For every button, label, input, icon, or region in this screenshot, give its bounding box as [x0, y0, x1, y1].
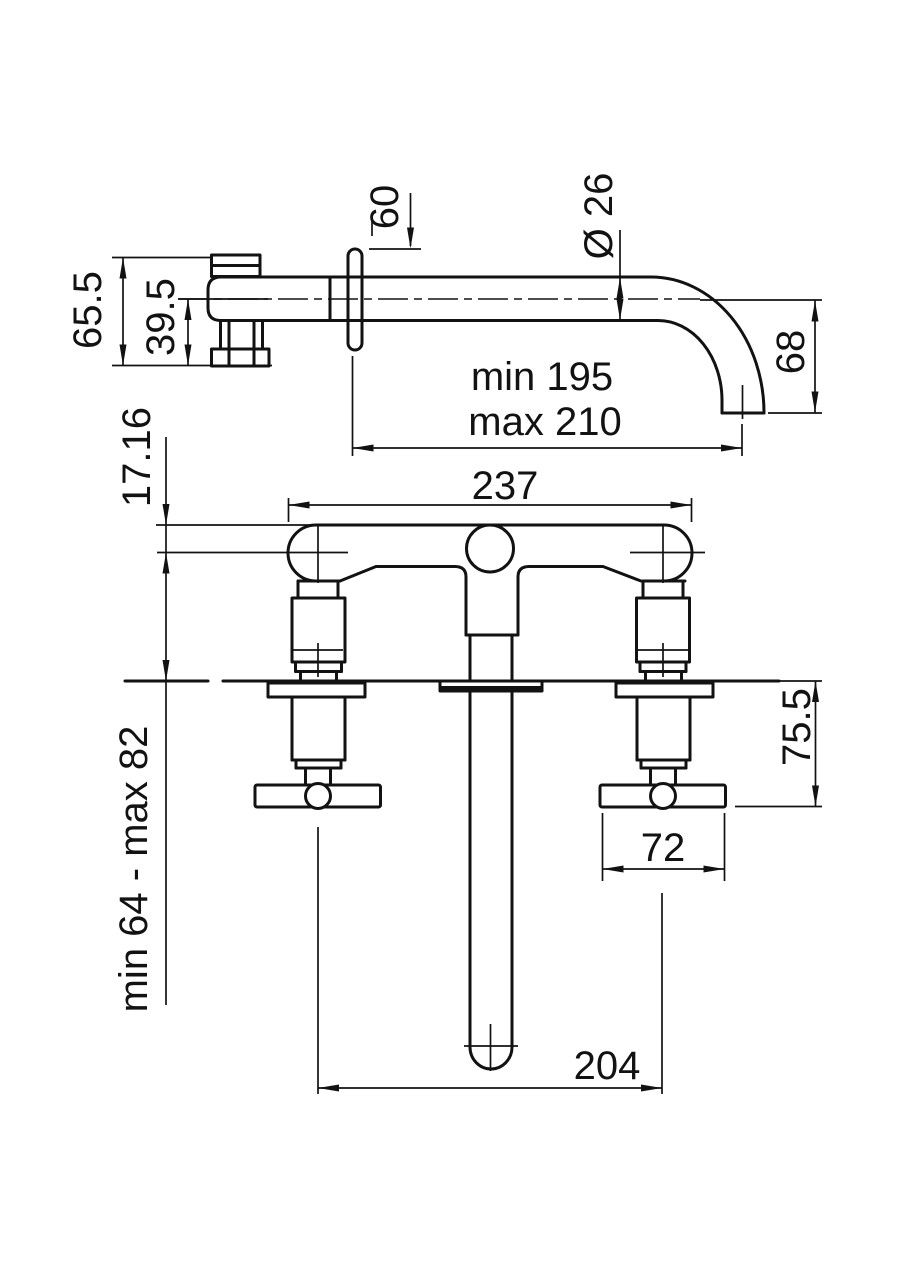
right-flange	[614, 681, 715, 699]
dim-label-deck-thickness: min 64 - max 82	[112, 726, 156, 1013]
spout-inner-curve	[656, 319, 724, 415]
right-valve-upper	[635, 579, 691, 683]
front-view-mixer: 17.16 237 min 64 - max 82 75.5	[112, 407, 822, 1094]
dim-label-68: 68	[769, 330, 813, 375]
dim-label-204: 204	[574, 1044, 641, 1088]
dim-label-72: 72	[641, 826, 686, 870]
dim-label-reach-min: min 195	[471, 355, 613, 399]
dim-drop-height: 68	[700, 299, 822, 414]
dim-label-60: 60	[363, 185, 407, 230]
dim-deck-thickness: min 64 - max 82	[112, 682, 167, 1013]
left-handle-knob	[304, 782, 332, 810]
spout-boss	[465, 523, 515, 574]
wall-plate	[346, 247, 364, 352]
dim-handle-width: 72	[601, 813, 726, 881]
dim-label-65-5: 65.5	[66, 271, 110, 349]
dim-handle-depth: 75.5	[735, 680, 822, 808]
spout-outer-curve	[649, 275, 766, 415]
right-valve-handle	[598, 695, 727, 810]
dim-top-offset: 17.16	[115, 407, 316, 681]
dim-label-diameter-26: Ø 26	[577, 173, 621, 260]
right-handle-knob	[649, 782, 677, 810]
dim-label-237: 237	[472, 464, 539, 508]
dim-escutcheon: 60	[363, 185, 421, 250]
dim-label-17-16: 17.16	[115, 407, 159, 507]
left-flange	[266, 681, 367, 699]
dim-height-to-base: 39.5	[139, 278, 268, 366]
left-valve-upper	[290, 579, 347, 683]
spout-pipe	[464, 689, 518, 1071]
top-view-spout: 65.5 39.5 60 Ø 26	[66, 173, 822, 456]
dim-label-75-5: 75.5	[775, 688, 819, 766]
left-valve-handle	[253, 695, 382, 810]
dim-handle-centers: 204	[317, 827, 663, 1094]
dim-spout-diameter: Ø 26	[577, 173, 624, 321]
dim-spout-reach: min 195 max 210	[351, 355, 744, 456]
fitting-base	[210, 347, 271, 368]
dim-label-39-5: 39.5	[139, 278, 183, 356]
dim-label-reach-max: max 210	[468, 400, 621, 444]
dim-height-total: 65.5	[66, 256, 272, 367]
dim-overall-width: 237	[287, 464, 693, 522]
